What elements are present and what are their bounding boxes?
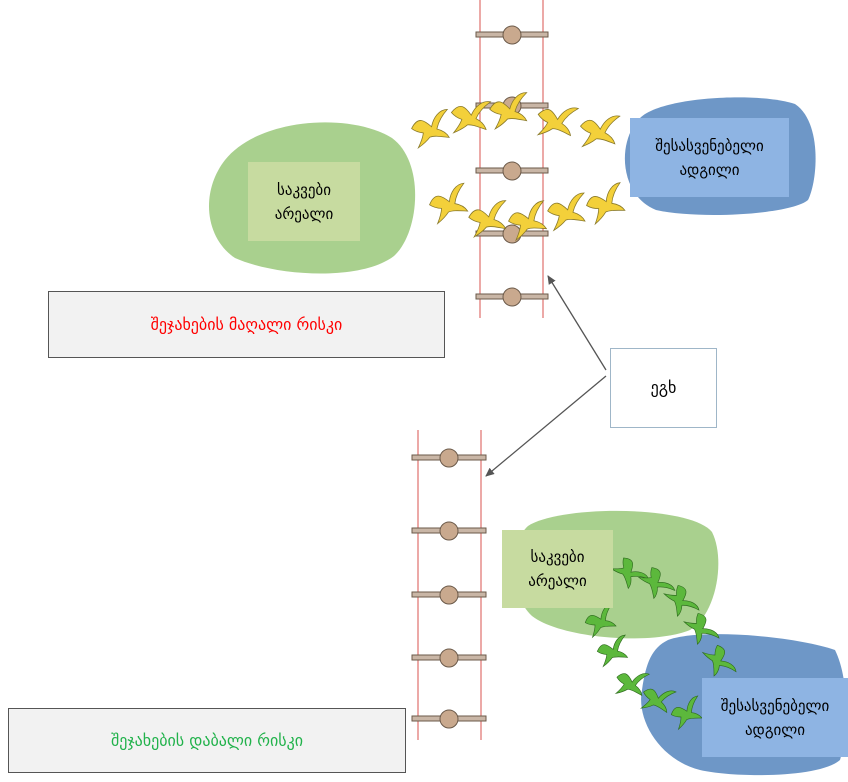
arrow-icon: [485, 375, 607, 477]
emf-label-box: ეგხ: [610, 348, 717, 428]
insulator: [439, 448, 459, 729]
power-line-pylon-top: [475, 0, 549, 318]
low-risk-label-box: შეჯახების დაბალი რისკი: [8, 708, 406, 773]
roost-area-label-bottom: შესასვენებელი ადგილი: [702, 678, 848, 757]
bird-icon: [545, 192, 589, 232]
insulator: [502, 25, 522, 307]
bird-icon: [426, 182, 472, 225]
bird-icon: [577, 111, 621, 151]
feeding-area-label-bottom: საკვები არეალი: [502, 530, 613, 608]
arrow-icon: [547, 275, 607, 371]
bird-icon: [594, 634, 631, 668]
feeding-area-label-top: საკვები არეალი: [248, 162, 360, 241]
bird-icon: [409, 108, 453, 149]
bird-icon: [449, 97, 492, 137]
power-line-pylon-bottom: [411, 430, 487, 740]
high-risk-label-box: შეჯახების მაღალი რისკი: [48, 291, 445, 358]
bird-icon: [582, 182, 629, 226]
roost-area-label-top: შესასვენებელი ადგილი: [630, 118, 789, 197]
